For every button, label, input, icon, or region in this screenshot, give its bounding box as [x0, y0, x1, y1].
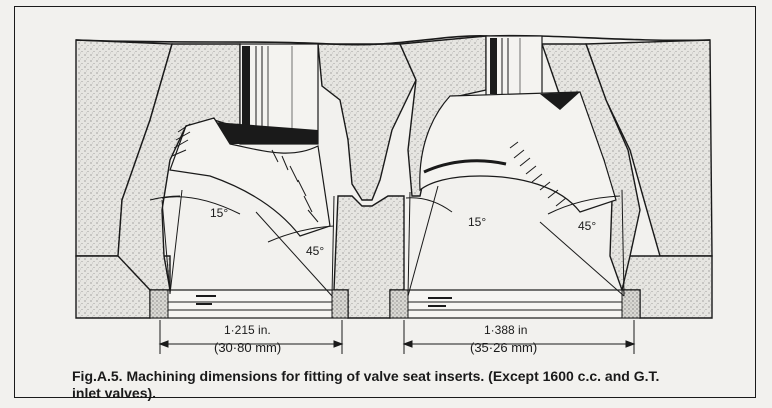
left-cutter-body: [214, 122, 318, 144]
right-dimension-inches: 1·388 in: [484, 323, 527, 337]
figure-caption: Fig.A.5. Machining dimensions for fittin…: [72, 368, 762, 402]
central-bridge: [317, 43, 417, 201]
right-cutter-hatching: [509, 141, 567, 207]
right-dimension-line: [402, 320, 636, 354]
left-dimension-inches: 1·215 in.: [224, 323, 271, 337]
left-cutter-face: [169, 117, 331, 237]
right-cutter-shoulder: [540, 92, 580, 110]
left-angle-15-label: 15°: [210, 206, 228, 220]
right-angle-45-label: 45°: [578, 219, 596, 233]
right-cutter-rim: [423, 159, 507, 174]
left-construction-lines: [149, 189, 335, 297]
right-construction-lines: [405, 185, 625, 297]
figure-frame: [14, 6, 756, 398]
left-angle-45-label: 45°: [306, 244, 324, 258]
left-insert-recess: [149, 289, 349, 319]
caption-line-2: inlet valves).: [72, 385, 157, 401]
head-top-edge: [75, 34, 711, 46]
left-dimension-line: [158, 320, 344, 354]
right-valve-guide: [485, 35, 543, 97]
left-cutter-hatching: [171, 123, 319, 223]
caption-line-1: Fig.A.5. Machining dimensions for fittin…: [72, 368, 660, 384]
right-cutter-face: [419, 91, 617, 213]
right-insert-recess: [389, 289, 641, 319]
right-angle-15-label: 15°: [468, 215, 486, 229]
left-dimension-mm: (30·80 mm): [214, 340, 281, 355]
right-dimension-mm: (35·26 mm): [470, 340, 537, 355]
